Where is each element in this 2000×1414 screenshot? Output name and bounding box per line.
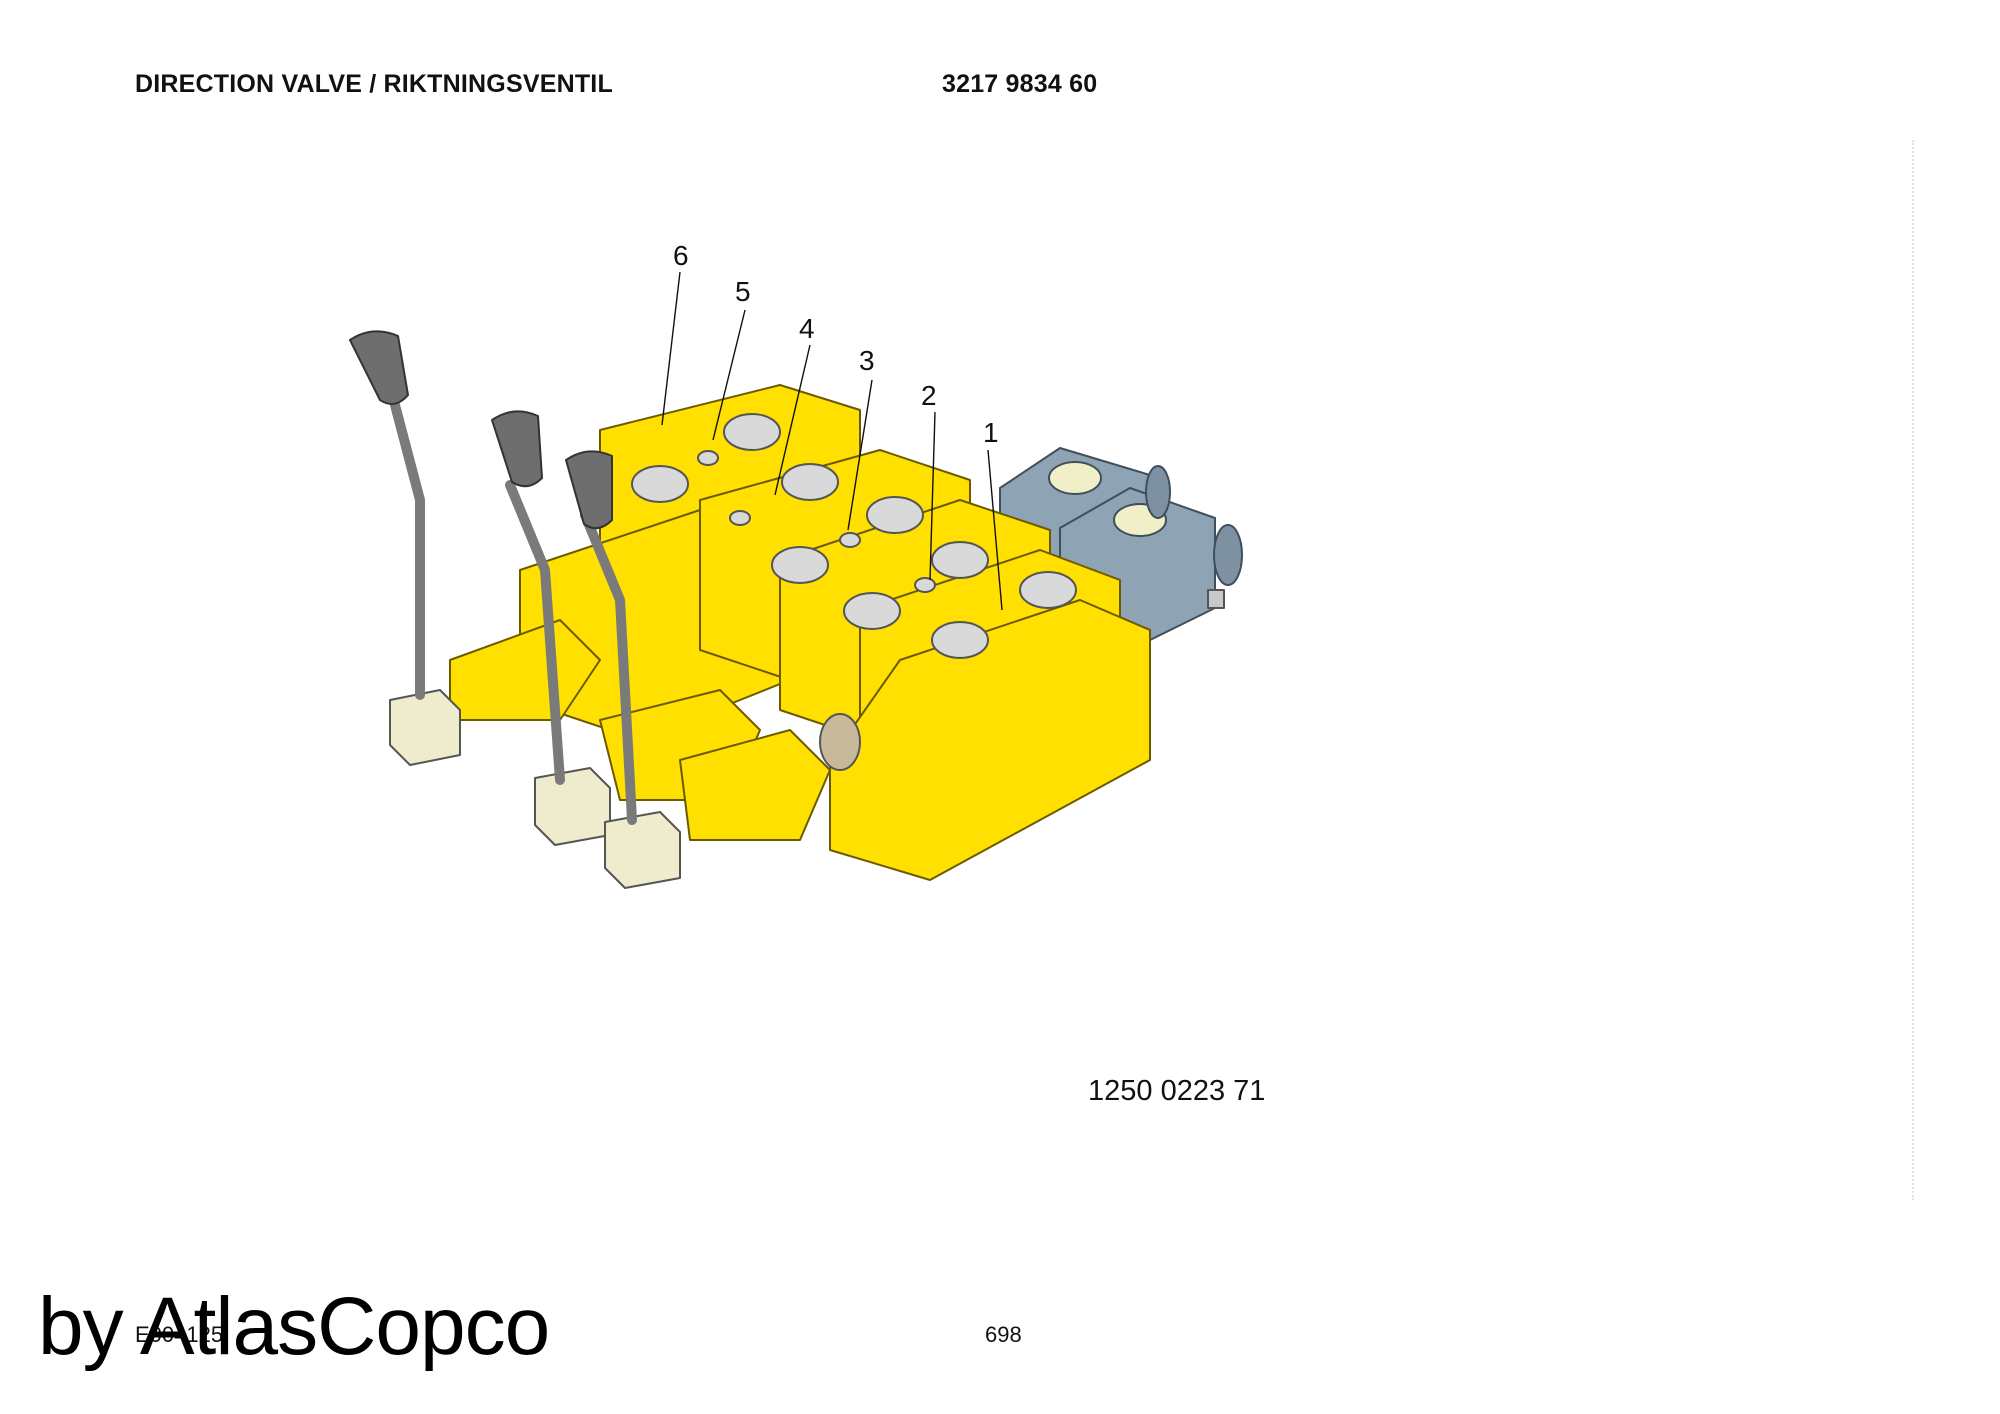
callout-2: 2: [921, 380, 937, 411]
watermark: by AtlasCopco: [38, 1281, 550, 1372]
part-number: 3217 9834 60: [942, 70, 1098, 98]
page-title: DIRECTION VALVE / RIKTNINGSVENTIL: [135, 70, 613, 98]
hydraulic-ports: [631, 413, 1077, 659]
callout-5: 5: [735, 276, 751, 307]
callout-4: 4: [799, 313, 815, 344]
callout-1: 1: [983, 417, 999, 448]
page-number: 698: [985, 1322, 1022, 1347]
callout-6: 6: [673, 240, 689, 271]
lever-brackets: [389, 689, 681, 889]
callout-leaders: [661, 271, 1003, 611]
lever-knobs: [349, 330, 613, 530]
spool-housings: [449, 619, 861, 841]
callout-labels: 1 2 3 4 5 6: [673, 240, 999, 448]
reference-code: E004125: [135, 1322, 224, 1347]
control-levers: [390, 400, 637, 825]
page-edge-marker: [1912, 140, 1914, 1200]
assembly-number: 1250 0223 71: [1088, 1075, 1266, 1107]
callout-3: 3: [859, 345, 875, 376]
